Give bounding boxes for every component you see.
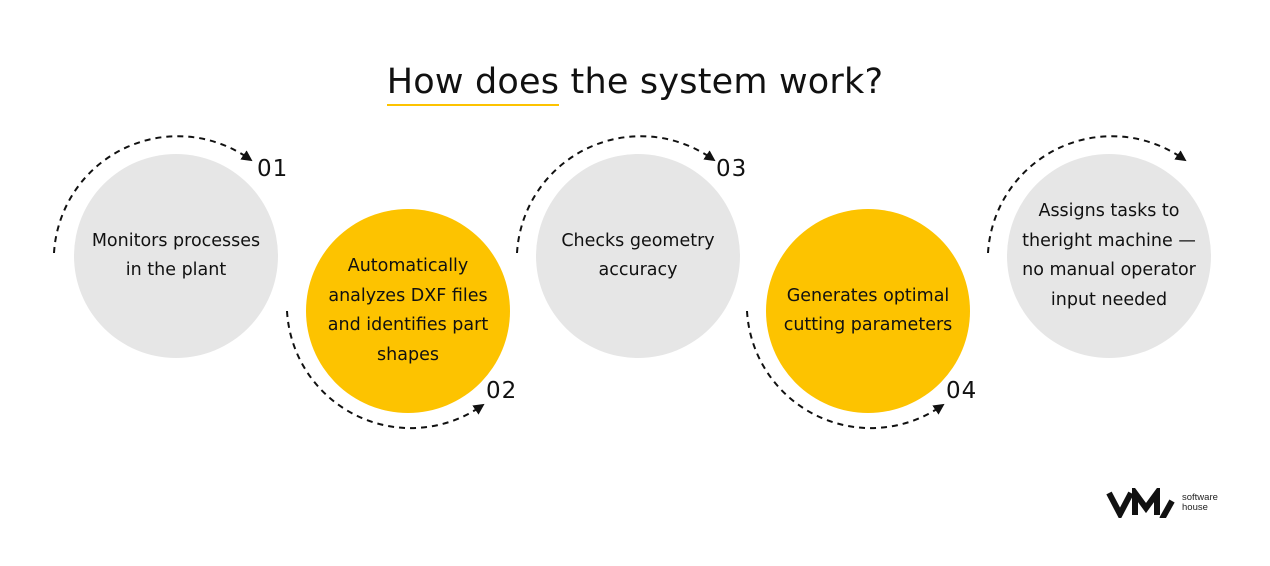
step-01-circle: Monitors processes in the plant [74, 154, 278, 358]
title-rest: the system work? [559, 62, 884, 102]
step-04-text: Generates optimal cutting parameters [783, 285, 953, 336]
step-01-number: 01 [257, 156, 289, 182]
logo-line-software: software [1182, 492, 1218, 503]
page-title: How does the system work? [0, 60, 1270, 106]
step-04-number: 04 [946, 378, 978, 404]
title-highlight: How does [386, 60, 560, 106]
step-02-number: 02 [486, 378, 518, 404]
step-01-text: Monitors processes in the plant [91, 230, 261, 281]
step-03-number: 03 [716, 156, 748, 182]
step-05-text: Assigns tasks to theright machine —no ma… [1022, 201, 1196, 310]
arc-arrow-03 [516, 135, 716, 254]
arc-arrow-02 [286, 310, 485, 430]
step-03-text: Checks geometry accuracy [561, 230, 715, 281]
step-04-circle: Generates optimal cutting parameters [766, 209, 970, 413]
vm-logo-mark [1106, 488, 1175, 518]
step-02-circle: Automatically analyzes DXF files and ide… [306, 209, 510, 413]
arc-arrow-05 [987, 135, 1187, 254]
arc-arrow-04 [746, 310, 945, 430]
step-05-circle: Assigns tasks to theright machine —no ma… [1007, 154, 1211, 358]
arc-arrow-01 [53, 135, 253, 254]
logo-subtitle: software house [1182, 493, 1218, 513]
vm-software-house-logo: software house [1106, 488, 1218, 518]
step-02-text: Automatically analyzes DXF files and ide… [327, 256, 489, 365]
step-03-circle: Checks geometry accuracy [536, 154, 740, 358]
logo-line-house: house [1182, 502, 1208, 513]
